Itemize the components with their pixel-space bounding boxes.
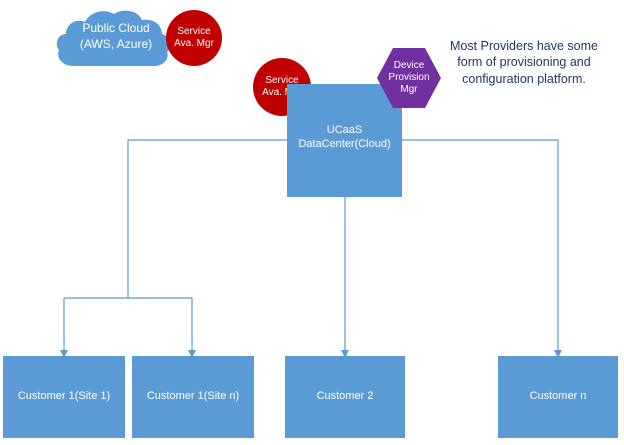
public-cloud-line1: Public Cloud	[82, 21, 150, 35]
provider-note-line2: form of provisioning and	[457, 55, 591, 70]
customer-site1-box: Customer 1(Site 1)	[3, 356, 125, 438]
customer-2-box: Customer 2	[285, 356, 405, 438]
customer-n-box: Customer n	[498, 356, 618, 438]
public-cloud-line2: (AWS, Azure)	[79, 37, 153, 52]
customer-siten-box: Customer 1(Site n)	[132, 356, 254, 438]
hexagon-icon	[377, 48, 441, 108]
connector-right	[402, 139, 562, 358]
public-cloud-label: Public Cloud (AWS, Azure)	[66, 20, 166, 52]
service-manager-cloud-line1: Service	[177, 25, 211, 37]
cloud-icon	[56, 10, 171, 67]
device-mgr-line2: Provision	[388, 72, 430, 83]
customer-n-label: Customer n	[529, 390, 587, 403]
device-provision-manager: Device Provision Mgr	[377, 48, 441, 108]
provider-note-line3: configuration platform.	[462, 71, 586, 86]
service-manager-cloud-line2: Ava. Mgr	[174, 38, 214, 49]
customer-2-label: Customer 2	[316, 390, 374, 403]
service-manager-dc-line1: Service	[265, 74, 299, 86]
service-manager-dc-line2: Ava. Mgr	[262, 87, 302, 98]
service-manager-cloud: Service Ava. Mgr	[166, 10, 222, 66]
connector-left	[127, 139, 287, 298]
device-mgr-line1: Device	[393, 60, 425, 71]
device-mgr-line3: Mgr	[400, 84, 418, 95]
datacenter-line2: DataCenter(Cloud)	[298, 137, 391, 150]
provider-note: Most Providers have some form of provisi…	[440, 38, 608, 87]
provider-note-line1: Most Providers have some	[450, 39, 598, 53]
customer-siten-label: Customer 1(Site n)	[146, 390, 240, 403]
datacenter-box: UCaaS DataCenter(Cloud)	[287, 84, 402, 197]
customer-site1-label: Customer 1(Site 1)	[17, 390, 111, 403]
datacenter-line1: UCaaS	[326, 124, 363, 136]
